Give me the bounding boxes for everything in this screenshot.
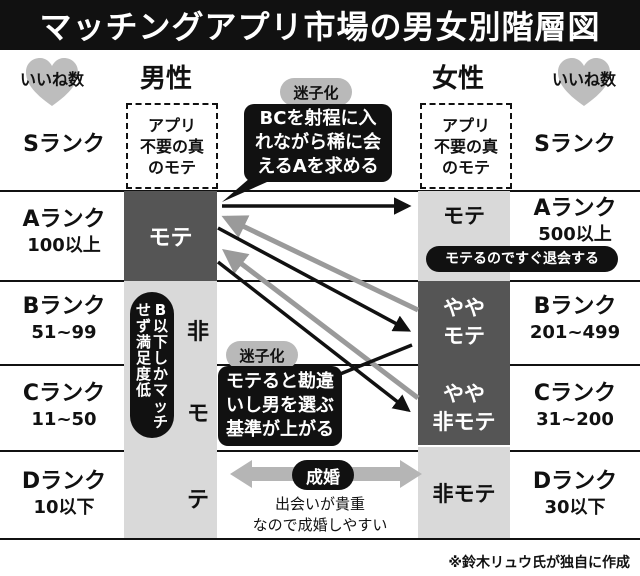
box-line: のモテ	[147, 157, 196, 177]
row-divider	[0, 538, 640, 540]
male-rank-s: Sランク	[6, 132, 122, 158]
male-hi-mote-char: 非	[186, 320, 209, 345]
credit: ※鈴木リュウ氏が独自に作成	[448, 555, 630, 571]
female-column-mid	[418, 281, 510, 445]
bubble-line: 基準が上がる	[226, 419, 334, 440]
male-rank-d: Dランク 10以下	[6, 469, 122, 521]
rank-name: Bランク	[22, 294, 106, 319]
male-rank-b: Bランク 51~99	[6, 294, 122, 346]
box-line: アプリ	[147, 115, 196, 135]
likes-label-right: いいね数	[551, 70, 616, 89]
female-rank-d: Dランク 30以下	[512, 469, 638, 521]
rank-threshold: 51~99	[31, 322, 97, 343]
male-hi-mote-char: モ	[186, 402, 209, 427]
rank-name: Dランク	[21, 469, 107, 494]
box-line: 不要の真	[433, 136, 498, 156]
row-divider	[0, 190, 640, 192]
bubble-top: BCを射程に入 れながら稀に会 えるAを求める	[244, 104, 392, 182]
bubble-line: えるAを求める	[257, 156, 379, 177]
bubble-line: いし男を選ぶ	[226, 395, 334, 416]
note-line: なので成婚しやすい	[252, 516, 388, 534]
rank-name: Cランク	[22, 381, 106, 406]
pill-meigo-mid: 迷子化	[226, 341, 298, 369]
bubble-line: BCを射程に入	[259, 108, 377, 129]
male-header: 男性	[140, 64, 193, 94]
arrow-grey	[222, 248, 420, 400]
female-rank-a: Aランク 500以上	[512, 196, 638, 248]
female-mote-cell: モテ	[443, 204, 485, 228]
cell-line: 非モテ	[432, 410, 496, 434]
rank-threshold: 30以下	[544, 497, 606, 518]
female-rank-b: Bランク 201~499	[512, 294, 638, 346]
rank-threshold: 31~200	[536, 409, 614, 430]
rank-threshold: 10以下	[33, 497, 95, 518]
rank-threshold: 100以上	[27, 235, 101, 256]
bubble-tail	[222, 178, 276, 202]
row-divider	[0, 364, 640, 366]
arrow-grey	[221, 215, 420, 313]
rank-name: Sランク	[534, 132, 616, 157]
note-line: 出会いが貴重	[274, 495, 365, 513]
cell-line: モテ	[443, 324, 485, 348]
male-rank-c: Cランク 11~50	[6, 381, 122, 433]
rank-name: Aランク	[22, 207, 106, 232]
rank-threshold: 201~499	[529, 322, 621, 343]
female-yaya-mote-cell: やや モテ	[418, 294, 510, 350]
male-rank-a: Aランク 100以上	[6, 207, 122, 259]
female-himote-cell: 非モテ	[432, 482, 496, 506]
rank-name: Bランク	[533, 294, 617, 319]
bubble-mid: モテると勘違 いし男を選ぶ 基準が上がる	[218, 366, 342, 446]
male-mote-cell: モテ	[124, 191, 217, 281]
heart-icon	[26, 58, 78, 106]
box-line: アプリ	[441, 115, 490, 135]
female-rank-s: Sランク	[512, 132, 638, 158]
bubble-line: れながら稀に会	[255, 132, 381, 153]
rank-name: Dランク	[532, 469, 618, 494]
page-title: マッチングアプリ市場の男女別階層図	[0, 0, 640, 50]
cell-line: やや	[443, 296, 485, 320]
rank-threshold: 11~50	[31, 409, 97, 430]
female-column-bottom	[418, 447, 510, 538]
arrow-black	[216, 260, 411, 413]
female-header: 女性	[432, 64, 485, 94]
likes-label-left: いいね数	[19, 70, 84, 89]
arrow-black	[217, 226, 412, 332]
box-line: 不要の真	[139, 136, 204, 156]
female-top-box: アプリ 不要の真 のモテ	[420, 103, 512, 189]
pill-meigo-top: 迷子化	[280, 78, 352, 106]
rank-threshold: 500以上	[538, 224, 612, 245]
bubble-line: モテると勘違	[226, 371, 334, 392]
heart-icon	[558, 58, 610, 106]
rank-name: Sランク	[23, 132, 105, 157]
male-top-box: アプリ 不要の真 のモテ	[126, 103, 218, 189]
female-yaya-himote-cell: やや 非モテ	[418, 380, 510, 436]
female-rank-c: Cランク 31~200	[512, 381, 638, 433]
row-divider	[0, 450, 640, 452]
marriage-note: 出会いが貴重 なので成婚しやすい	[222, 494, 418, 536]
rank-name: Cランク	[533, 381, 617, 406]
male-hi-mote-char: テ	[186, 488, 209, 513]
rank-name: Aランク	[533, 196, 617, 221]
vertical-text-column: せず満足度低	[135, 301, 151, 399]
box-line: のモテ	[441, 157, 490, 177]
marriage-label: 成婚	[292, 460, 354, 490]
cell-line: やや	[443, 382, 485, 406]
female-quit-label: モテるのですぐ退会する	[426, 246, 618, 272]
